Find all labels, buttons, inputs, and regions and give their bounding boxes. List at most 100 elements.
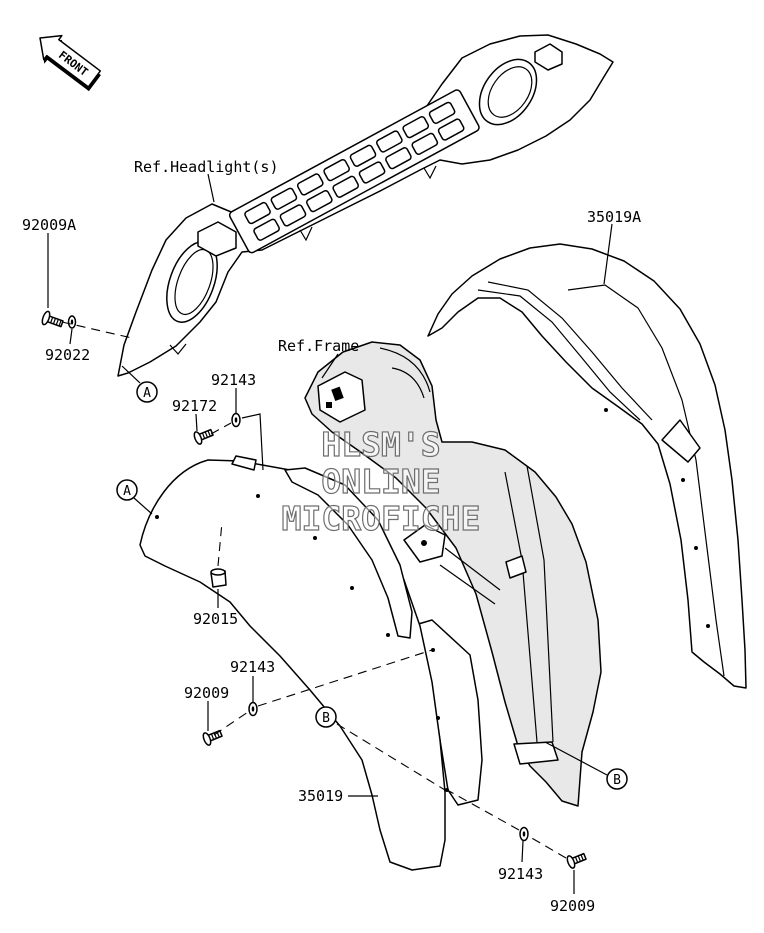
callout-labels: Ref.Headlight(s) Ref.Frame 92009A 92022 … — [22, 158, 641, 915]
fender-35019-outline — [139, 459, 446, 871]
frame-tube-bracket — [505, 555, 527, 579]
assembly-line — [448, 790, 520, 831]
connection-marker-b-right: B — [606, 768, 628, 790]
part-label-92009-lower: 92009 — [550, 897, 595, 915]
marker-letter: A — [143, 386, 151, 401]
leader-line — [195, 413, 198, 432]
headlight-opening-right — [478, 58, 538, 126]
fender-35019A-hole — [604, 408, 608, 412]
washer-92022 — [67, 315, 77, 329]
clip-cap — [210, 568, 226, 576]
part-label-92172: 92172 — [172, 397, 217, 415]
fender-35019A-ridge — [567, 284, 725, 677]
fender-35019-hole — [436, 716, 440, 720]
headlight-opening-right-rim — [487, 66, 533, 118]
leader-line — [521, 840, 524, 863]
washer-92143-upper — [231, 412, 241, 428]
grille-slot — [244, 201, 271, 225]
marker-circle — [136, 381, 158, 403]
connection-marker-a-lower: A — [116, 479, 138, 501]
screw-thread — [574, 854, 584, 863]
headlight-grille — [228, 89, 480, 254]
grille-slot — [402, 116, 430, 139]
watermark-line: HLSM'S — [321, 425, 440, 464]
fender-35019A-notch — [661, 419, 701, 463]
front-arrow-body — [39, 34, 102, 88]
leader-lines — [47, 173, 613, 894]
headlight-tab — [169, 165, 437, 355]
washer-hole — [70, 319, 74, 325]
assembly-line — [257, 649, 433, 707]
grille-slot — [349, 144, 377, 167]
clip-92015 — [210, 568, 227, 588]
screw-head — [41, 310, 51, 326]
marker-circle — [116, 479, 138, 501]
marker-circle — [315, 706, 337, 728]
marker-letter: B — [613, 773, 621, 788]
part-label-92015: 92015 — [193, 610, 238, 628]
screw-head — [202, 732, 212, 746]
marker-letter: B — [322, 711, 330, 726]
frame-body — [304, 341, 602, 807]
grille-slot — [306, 189, 333, 213]
part-label-92143-middle: 92143 — [230, 658, 275, 676]
leader-line — [321, 353, 339, 379]
fender-35019 — [139, 455, 483, 871]
fender-35019A — [427, 243, 747, 689]
fender-35019A-outline — [427, 243, 747, 689]
marker-letter: A — [123, 484, 131, 499]
part-label-92022: 92022 — [45, 346, 90, 364]
grille-slot — [270, 187, 298, 210]
fender-35019-hole — [350, 586, 354, 590]
leader-line — [69, 328, 73, 345]
fender-35019-hole — [445, 788, 449, 792]
fender-35019-hole — [431, 648, 435, 652]
frame-bracket-hole — [331, 386, 344, 402]
grille-slot — [296, 173, 324, 196]
grille-slot — [253, 218, 280, 241]
part-label-92009A: 92009A — [22, 216, 76, 234]
assembly-line — [61, 321, 133, 339]
connection-marker-a-upper: A — [136, 381, 158, 403]
ref-frame-label: Ref.Frame — [278, 337, 359, 355]
headlight-mount-block-left — [197, 221, 237, 257]
washer-hole — [234, 417, 238, 423]
frame-bracket-hole — [421, 540, 427, 546]
part-label-35019A: 35019A — [587, 208, 641, 226]
fender-35019A-strip — [477, 281, 653, 421]
grille-slot — [376, 130, 403, 153]
fender-35019A-hole — [694, 546, 698, 550]
washer-hole — [251, 706, 255, 712]
screw-92009-middle — [202, 729, 223, 746]
screw-thread — [201, 430, 211, 439]
ref-headlight-label: Ref.Headlight(s) — [134, 158, 279, 176]
assembly-line — [210, 422, 232, 435]
screw-head — [193, 431, 203, 445]
watermark-line: ONLINE — [321, 462, 440, 501]
grille-slot — [385, 147, 412, 170]
fender-35019-hole — [386, 633, 390, 637]
washer-92143-middle — [248, 701, 258, 717]
grille-slot — [332, 175, 360, 198]
leader-line — [603, 223, 613, 285]
part-label-92143-upper: 92143 — [211, 371, 256, 389]
leader-line — [544, 741, 608, 776]
frame-cross-block — [513, 741, 559, 765]
grille-slot — [411, 132, 439, 155]
part-label-92009-middle: 92009 — [184, 684, 229, 702]
assembly-line — [529, 836, 567, 859]
leader-line — [207, 173, 215, 203]
fender-35019-hole — [313, 536, 317, 540]
grille-slot — [428, 101, 456, 124]
assembly-line — [241, 413, 264, 471]
frame-bracket-hole — [326, 402, 332, 408]
watermark-line: MICROFICHE — [282, 499, 481, 538]
screw-thread — [50, 317, 62, 327]
grille-slot — [323, 158, 350, 182]
frame-headstock-curve — [379, 347, 431, 399]
part-label-92143-lower: 92143 — [498, 865, 543, 883]
watermark: HLSM'S ONLINE MICROFICHE — [281, 424, 481, 538]
leader-line — [121, 365, 141, 384]
connection-marker-b-left: B — [315, 706, 337, 728]
